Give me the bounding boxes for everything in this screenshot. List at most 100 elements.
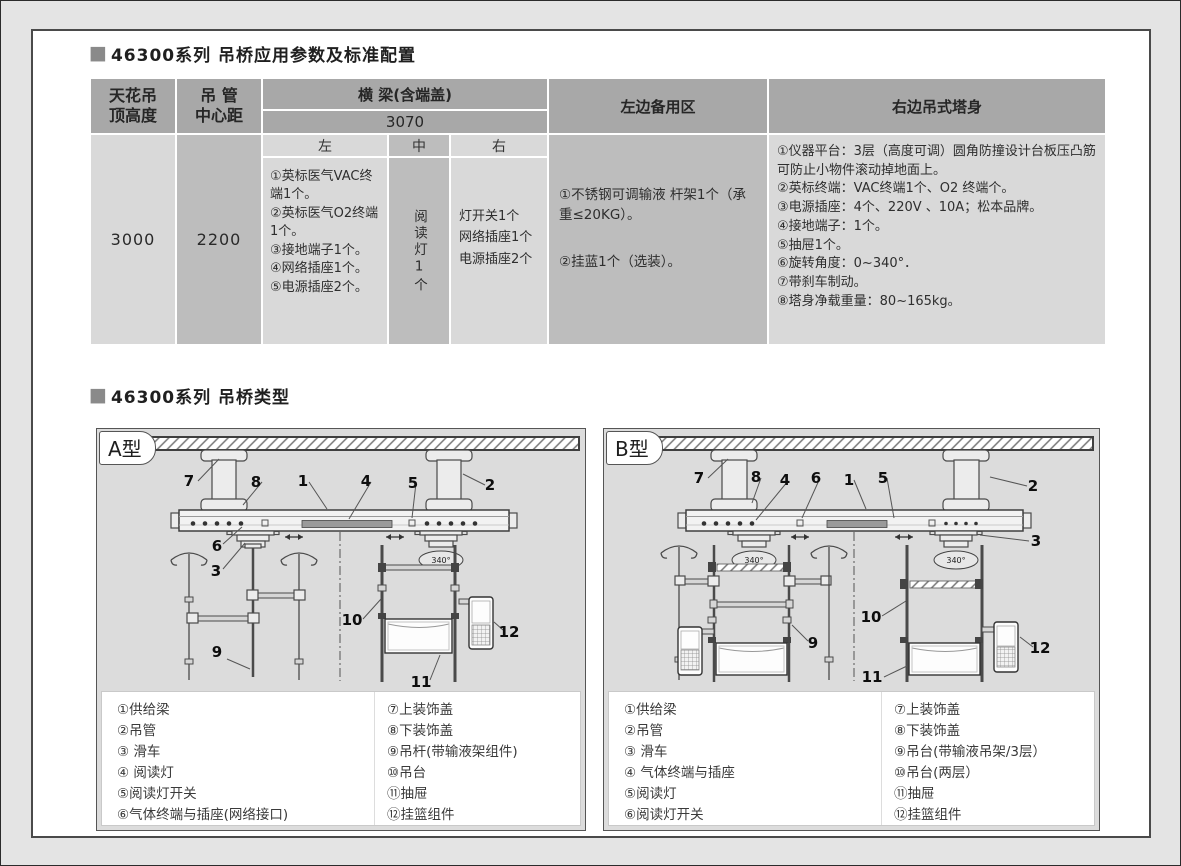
beam-left-item: ③接地端子1个。	[270, 242, 368, 258]
platform-frame-left	[674, 545, 832, 682]
callout-number: 12	[499, 623, 520, 641]
cell-left-zone: ①不锈钢可调输液 杆架1个（承重≤20KG）。 ②挂蓝1个（选装）。	[549, 135, 767, 344]
callout-number: 8	[751, 468, 761, 486]
socket-dots	[424, 521, 478, 526]
callout-number: 10	[342, 611, 363, 629]
cell-ceiling-height: 3000	[91, 135, 175, 344]
callout-number: 1	[844, 471, 854, 489]
section-marker-icon: ■	[89, 42, 107, 64]
ceiling-hatch	[657, 436, 1094, 451]
callout-number: 6	[212, 537, 222, 555]
header-beam-length: 3070	[263, 111, 547, 133]
diagram-b-drawing: 340° 340°	[657, 436, 1094, 686]
legend-item: ⑨吊台(带输液吊架/3层）	[894, 744, 1047, 760]
legend-item: ⑪抽屉	[387, 786, 428, 802]
right-tower-item: ①仪器平台：3层（高度可调）圆角防撞设计台板压凸筋可防止小物件滚动掉地面上。	[777, 144, 1096, 178]
slide-arrow	[791, 534, 809, 540]
cell-beam-mid: 阅读灯1个	[389, 158, 449, 344]
beam-left-item: ⑤电源插座2个。	[270, 279, 368, 295]
legend-item: ⑪抽屉	[894, 786, 935, 802]
right-tower-item: ④接地端子：1个。	[777, 218, 888, 234]
reading-light-bar	[301, 520, 393, 528]
legend-item: ①供给梁	[117, 702, 170, 718]
legend-item: ①供给梁	[624, 702, 677, 718]
cell-right-tower: ①仪器平台：3层（高度可调）圆角防撞设计台板压凸筋可防止小物件滚动掉地面上。 ②…	[769, 135, 1105, 344]
panel-b-label: B型	[606, 431, 663, 465]
legend-item: ②吊管	[624, 723, 664, 739]
basket	[981, 621, 1019, 673]
panel-a-label: A型	[99, 431, 156, 465]
legend-item: ⑩吊台(两层）	[894, 765, 979, 781]
spec-table: 天花吊 顶高度 吊 管 中心距 横 梁(含端盖) 3070 左边备用区 右边吊式…	[91, 79, 1105, 344]
gas-terminals-dots	[701, 521, 755, 526]
section-marker-icon: ■	[89, 384, 107, 406]
header-ceiling-height: 天花吊 顶高度	[91, 79, 175, 133]
basket	[677, 626, 715, 676]
callout-number: 6	[811, 469, 821, 487]
hanger-pipe-left	[710, 449, 758, 512]
drop-rod	[244, 543, 262, 677]
drawer	[384, 618, 453, 654]
beam-right-item: 电源插座2个	[459, 251, 533, 267]
header-right-tower: 右边吊式塔身	[769, 79, 1105, 133]
subheader-mid: 中	[389, 135, 449, 156]
rotation-label: 340°	[744, 556, 763, 565]
section-title-types: ■ 46300系列 吊桥类型	[89, 383, 290, 409]
beam-left-item: ①英标医气VAC终端1个。	[270, 169, 373, 203]
right-tower-item: ⑥旋转角度：0~340°．	[777, 256, 918, 272]
basket	[458, 596, 494, 650]
left-zone-item: ①不锈钢可调输液 杆架1个（承重≤20KG）。	[559, 187, 746, 224]
subheader-left: 左	[263, 135, 387, 156]
legend-item: ⑥阅读灯开关	[624, 807, 704, 823]
header-beam: 横 梁(含端盖)	[263, 79, 547, 109]
callout-number: 5	[878, 469, 888, 487]
slide-arrow	[285, 534, 303, 540]
callout-number: 8	[251, 473, 261, 491]
hanger-pipe-right	[425, 449, 473, 512]
legend-item: ⑫挂篮组件	[387, 807, 455, 823]
switch-block	[796, 519, 804, 527]
legend-item: ⑨吊杆(带输液架组件)	[387, 744, 518, 760]
right-tower-item: ②英标终端：VAC终端1个、O2 终端个。	[777, 181, 1015, 197]
left-zone-item: ②挂蓝1个（选装）。	[559, 253, 681, 270]
ceiling-hatch	[150, 436, 580, 451]
legend-item: ③ 滑车	[117, 744, 161, 760]
callout-number: 11	[411, 673, 432, 691]
callout-number: 11	[862, 668, 883, 686]
legend-item: ④ 气体终端与插座	[624, 765, 735, 781]
right-tower-item: ⑤抽屉1个。	[777, 237, 849, 253]
legend-item: ⑧下装饰盖	[894, 723, 961, 739]
legend-item: ②吊管	[117, 723, 157, 739]
right-tower-item: ③电源插座：4个、220V 、10A；松本品牌。	[777, 200, 1043, 216]
slide-arrow	[895, 534, 913, 540]
cell-beam-left: ①英标医气VAC终端1个。 ②英标医气O2终端1个。 ③接地端子1个。 ④网络插…	[263, 158, 387, 344]
callouts: 7 8 4 6 1 5 2 3 10 9 12 11	[694, 458, 1050, 686]
trolley-right	[414, 530, 468, 548]
legend-item: ⑦上装饰盖	[387, 702, 454, 718]
cell-beam-right: 灯开关1个 网络插座1个 电源插座2个	[451, 158, 547, 344]
callout-number: 7	[184, 472, 194, 490]
iv-pole	[280, 552, 318, 680]
legend-item: ⑤阅读灯开关	[117, 786, 197, 802]
supply-beam	[170, 509, 518, 532]
document-page: ■ 46300系列 吊桥应用参数及标准配置 天花吊 顶高度 吊 管 中心距 横 …	[31, 29, 1151, 838]
callout-number: 3	[1031, 532, 1041, 550]
diagram-panel-b: B型	[603, 428, 1100, 831]
callout-number: 2	[1028, 477, 1038, 495]
section-title-parameters: ■ 46300系列 吊桥应用参数及标准配置	[89, 41, 416, 67]
hanger-pipe-left	[200, 449, 248, 512]
legend-item: ⑥气体终端与插座(网络接口)	[117, 807, 289, 823]
rotation-label: 340°	[431, 556, 450, 565]
switch-block	[261, 519, 269, 527]
legend-a: ①供给梁 ②吊管 ③ 滑车 ④ 阅读灯 ⑤阅读灯开关 ⑥气体终端与插座(网络接口…	[101, 691, 581, 826]
legend-item: ⑫挂篮组件	[894, 807, 962, 823]
header-left-zone: 左边备用区	[549, 79, 767, 133]
drawer	[900, 637, 983, 676]
callout-number: 9	[808, 634, 818, 652]
gas-terminals-dots	[190, 521, 244, 526]
legend-item: ⑧下装饰盖	[387, 723, 454, 739]
legend-item: ④ 阅读灯	[117, 765, 174, 781]
beam-left-item: ④网络插座1个。	[270, 261, 368, 277]
legend-item: ⑩吊台	[387, 765, 427, 781]
callout-number: 3	[211, 562, 221, 580]
